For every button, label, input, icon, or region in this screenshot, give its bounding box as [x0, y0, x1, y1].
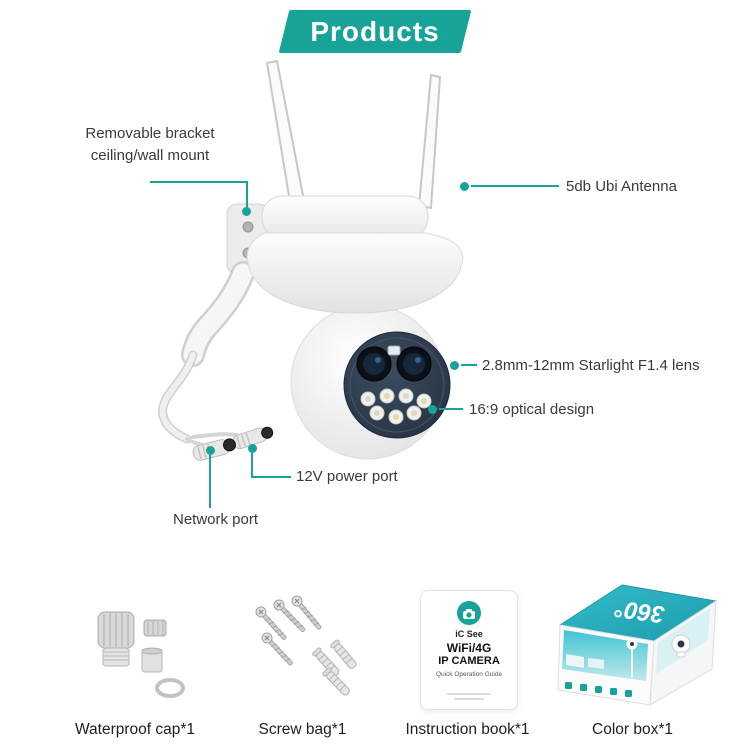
- lens-right-icon: [396, 346, 432, 382]
- led-array: [360, 388, 432, 425]
- callout-power-line: [251, 476, 291, 478]
- cap-cylinder: [141, 647, 163, 673]
- screws: [255, 595, 322, 666]
- camera-illustration: [158, 60, 464, 461]
- callout-lens-label: 2.8mm-12mm Starlight F1.4 lens: [482, 357, 700, 374]
- book-product-line1: WiFi/4G: [446, 641, 492, 655]
- antenna-left-icon: [266, 60, 307, 215]
- camera-top-cap: [261, 195, 429, 239]
- book-product-line2: IP CAMERA: [438, 655, 500, 667]
- callout-optical-label: 16:9 optical design: [469, 401, 595, 418]
- camera-logo-icon: [457, 601, 481, 625]
- screw-bag-illustration: [255, 595, 357, 696]
- cable: [158, 350, 239, 449]
- box-front-photo: [562, 630, 648, 681]
- callout-lens-dot: [450, 361, 459, 370]
- callout-antenna-dot: [460, 182, 469, 191]
- products-banner: Products: [278, 10, 472, 53]
- light-sensor: [387, 345, 401, 356]
- callout-network-line: [209, 455, 211, 508]
- callout-network-label: Network port: [173, 511, 259, 528]
- o-ring: [155, 678, 185, 698]
- callout-lens-line: [461, 364, 477, 366]
- book-brand: iC See: [455, 629, 483, 639]
- cap-large: [97, 611, 135, 667]
- cap-nut: [143, 619, 167, 637]
- callout-optical-line: [439, 408, 463, 410]
- camera-face: [343, 331, 451, 439]
- wall-anchors: [312, 639, 357, 696]
- banner-title: Products: [310, 15, 440, 47]
- label-color-box: Color box*1: [592, 721, 673, 738]
- callout-bracket-line: [246, 181, 248, 209]
- book-fineprint-bar: [447, 693, 491, 695]
- lens-left-icon: [356, 346, 392, 382]
- callout-power-dot: [248, 444, 257, 453]
- antenna-right-icon: [418, 74, 441, 209]
- bracket-arm: [181, 261, 255, 367]
- book-subtitle: Quick Operation Guide: [435, 671, 503, 678]
- book-fineprint-bar: [454, 698, 484, 700]
- camera-dome: [246, 232, 464, 314]
- callout-optical-dot: [428, 405, 437, 414]
- label-instruction-book: Instruction book*1: [405, 721, 530, 738]
- label-waterproof-cap: Waterproof cap*1: [74, 721, 196, 738]
- callout-bracket-dot: [242, 207, 251, 216]
- waterproof-cap-illustration: [97, 611, 185, 698]
- instruction-book: iC See WiFi/4G IP CAMERA Quick Operation…: [420, 590, 518, 710]
- label-screw-bag: Screw bag*1: [258, 721, 347, 738]
- callout-power-label: 12V power port: [296, 468, 398, 485]
- callout-network-dot: [206, 446, 215, 455]
- color-box-illustration: 360°: [557, 584, 718, 706]
- callout-antenna-label: 5db Ubi Antenna: [566, 178, 677, 195]
- callout-power-line: [251, 453, 253, 478]
- box-feature-icons: [565, 682, 632, 697]
- callout-bracket-label: Removable bracket ceiling/wall mount: [85, 125, 215, 164]
- callout-bracket-line: [150, 181, 248, 183]
- callout-antenna-line: [471, 185, 559, 187]
